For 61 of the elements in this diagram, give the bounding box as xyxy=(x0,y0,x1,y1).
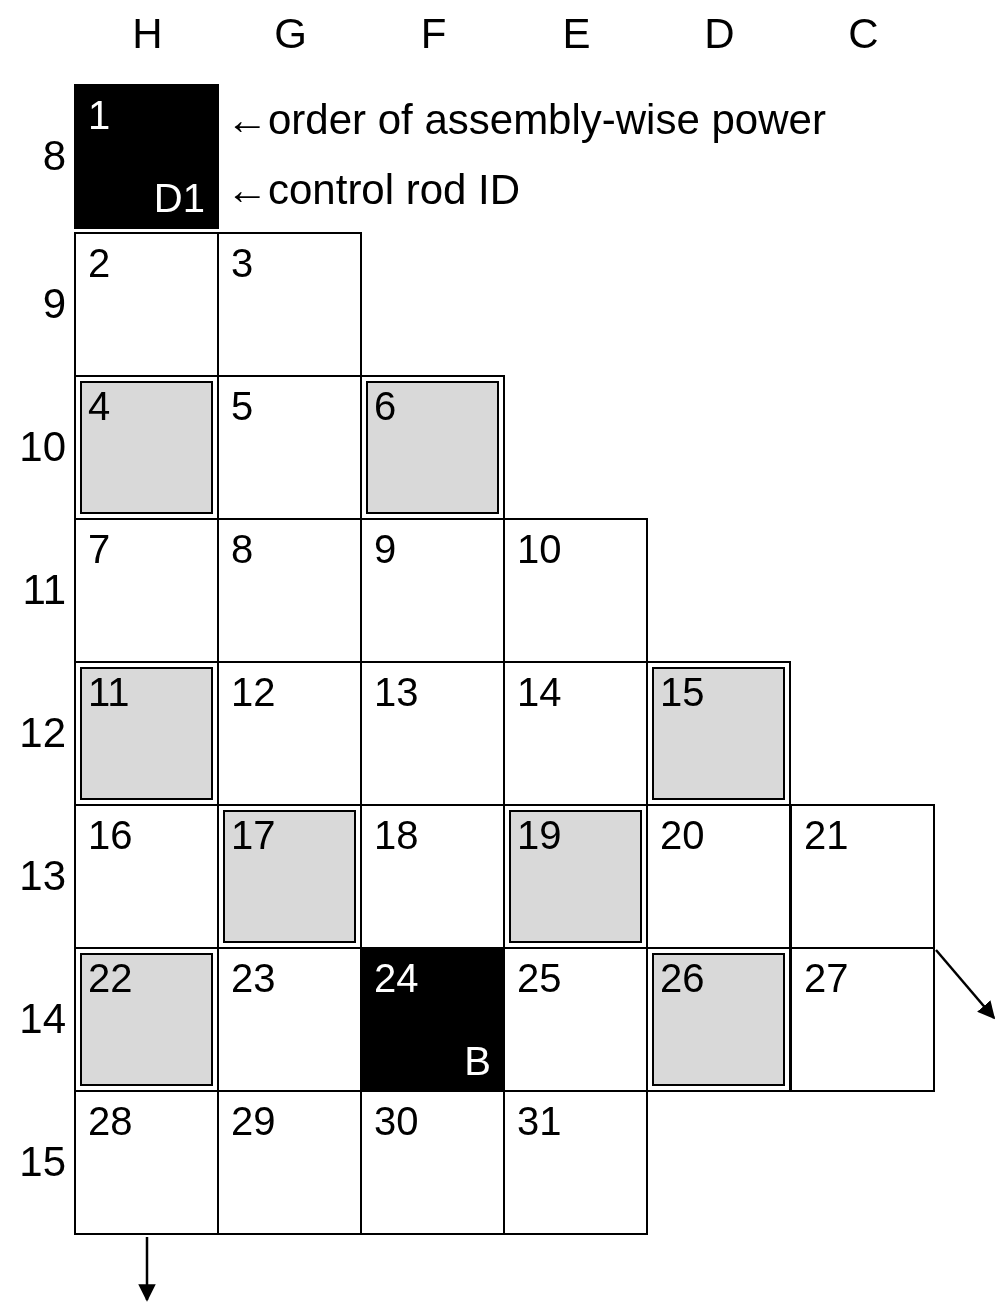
assembly-number: 11 xyxy=(88,669,130,715)
assembly-number: 2 xyxy=(88,240,111,286)
assembly-number: 5 xyxy=(231,383,254,429)
column-label: E xyxy=(562,10,591,58)
assembly-number: 20 xyxy=(660,812,705,858)
assembly-number: 14 xyxy=(517,669,562,715)
assembly-number: 1 xyxy=(88,92,111,138)
assembly-cell xyxy=(74,1090,219,1235)
assembly-number: 25 xyxy=(517,955,562,1001)
assembly-number: 8 xyxy=(231,526,254,572)
control-rod-cell xyxy=(360,947,505,1092)
column-label: F xyxy=(420,10,447,58)
assembly-number: 30 xyxy=(374,1098,419,1144)
column-label: C xyxy=(848,10,879,58)
assembly-number: 10 xyxy=(517,526,562,572)
row-label: 14 xyxy=(19,994,66,1043)
control-rod-cell xyxy=(74,84,219,229)
row-label: 13 xyxy=(19,851,66,900)
assembly-number: 19 xyxy=(517,812,562,858)
row-label: 9 xyxy=(42,279,66,328)
assembly-number: 31 xyxy=(517,1098,562,1144)
assembly-cell xyxy=(790,947,935,1092)
assembly-number: 21 xyxy=(804,812,849,858)
assembly-cell xyxy=(503,1090,648,1235)
row-label: 10 xyxy=(19,422,66,471)
column-label: D xyxy=(704,10,735,58)
column-label: H xyxy=(132,10,163,58)
shaded-assembly-cell xyxy=(646,947,791,1092)
row-label: 12 xyxy=(19,708,66,757)
assembly-number: 15 xyxy=(660,669,705,715)
row-label: 8 xyxy=(42,131,66,180)
annotation-text: ←order of assembly-wise power xyxy=(226,96,826,144)
annotation-text: ←control rod ID xyxy=(226,166,521,214)
assembly-number: 23 xyxy=(231,955,276,1001)
assembly-number: 24 xyxy=(374,955,419,1001)
assembly-number: 9 xyxy=(374,526,397,572)
assembly-number: 22 xyxy=(88,955,133,1001)
row-label: 11 xyxy=(22,565,66,614)
assembly-number: 28 xyxy=(88,1098,133,1144)
assembly-cell xyxy=(790,804,935,949)
control-rod-id: D1 xyxy=(153,175,205,221)
assembly-number: 3 xyxy=(231,240,254,286)
assembly-number: 26 xyxy=(660,955,705,1001)
assembly-number: 4 xyxy=(88,383,111,429)
assembly-cell xyxy=(217,232,362,377)
assembly-number: 13 xyxy=(374,669,419,715)
row-label: 15 xyxy=(19,1137,66,1186)
shaded-assembly-cell xyxy=(360,375,505,520)
assembly-cell xyxy=(74,232,219,377)
shaded-assembly-cell xyxy=(646,661,791,806)
assembly-number: 27 xyxy=(804,955,849,1001)
assembly-number: 6 xyxy=(374,383,397,429)
assembly-number: 12 xyxy=(231,669,276,715)
control-rod-id: B xyxy=(464,1038,491,1084)
assembly-cell xyxy=(503,518,648,663)
assembly-number: 29 xyxy=(231,1098,276,1144)
assembly-number: 17 xyxy=(231,812,276,858)
assembly-number: 18 xyxy=(374,812,419,858)
assembly-number: 16 xyxy=(88,812,133,858)
column-label: G xyxy=(274,10,307,58)
assembly-number: 7 xyxy=(88,526,111,572)
